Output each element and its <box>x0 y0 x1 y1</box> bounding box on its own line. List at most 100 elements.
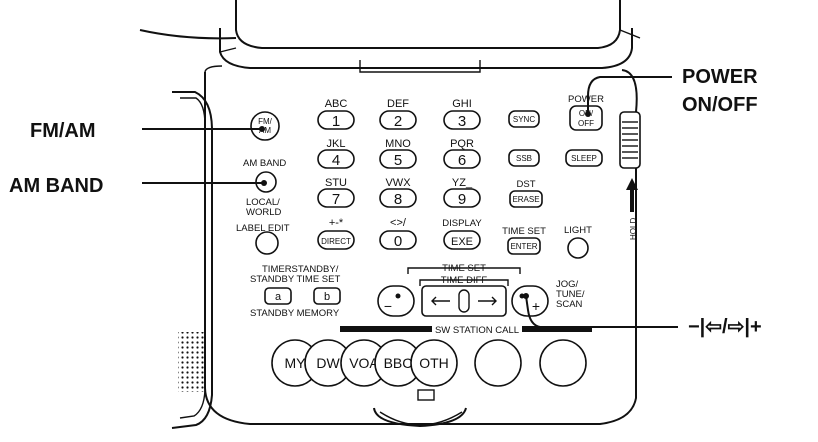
exe-label: EXE <box>451 236 473 248</box>
power-button[interactable] <box>569 105 603 131</box>
tune-plus-button[interactable] <box>511 285 549 317</box>
enter-label: ENTER <box>510 242 537 251</box>
callouts: FM/AM AM BAND POWER ON/OFF −|⇦/⇨|+ <box>9 66 762 338</box>
erase-button[interactable] <box>509 190 543 208</box>
tune-minus-button[interactable] <box>377 285 415 317</box>
dst-label: DST <box>517 179 536 190</box>
tune-minus-label: − <box>384 298 392 314</box>
key-4-letters: JKL <box>327 138 346 150</box>
callout-am-band: AM BAND <box>9 175 103 197</box>
key-4-button[interactable] <box>317 149 355 169</box>
power-label: POWER <box>568 94 604 105</box>
power-button-label-2: OFF <box>578 119 594 128</box>
fm-am-button-label-2: AM <box>259 126 271 135</box>
sw-bar-left <box>340 326 432 332</box>
speaker-grille <box>178 332 204 392</box>
key-4-number: 4 <box>332 152 340 169</box>
key-9-letters: YZ_ <box>452 177 473 189</box>
callout-tune: −|⇦/⇨|+ <box>688 316 762 338</box>
direct-label: DIRECT <box>321 237 351 246</box>
key-1-letters: ABC <box>325 98 348 110</box>
ssb-button[interactable] <box>508 149 540 167</box>
sw-station-call-label: SW STATION CALL <box>435 325 519 336</box>
timer-label-2: STANDBY TIME SET <box>250 274 340 285</box>
label-edit-label: LABEL EDIT <box>236 223 290 234</box>
sync-button[interactable] <box>508 110 540 128</box>
key-8-number: 8 <box>394 191 402 208</box>
memory-button-oth[interactable] <box>410 339 458 387</box>
key-8-button[interactable] <box>379 188 417 208</box>
label-edit-button[interactable] <box>255 231 279 255</box>
fm-am-button[interactable] <box>250 111 280 141</box>
key-7-button[interactable] <box>317 188 355 208</box>
time-set-top-label: TIME SET <box>442 263 486 274</box>
key-0-number: 0 <box>394 233 402 250</box>
jog-dial[interactable] <box>421 285 507 317</box>
light-label: LIGHT <box>564 225 592 236</box>
key-0-letters: <>/ <box>390 217 407 229</box>
standby-memory-label: STANDBY MEMORY <box>250 308 340 319</box>
key-a-button[interactable] <box>264 287 292 305</box>
key-0-button[interactable] <box>379 230 417 250</box>
am-band-label: AM BAND <box>243 158 286 169</box>
key-1-button[interactable] <box>317 110 355 130</box>
memory-button-oth-label: OTH <box>419 355 449 371</box>
callout-power-line-1: POWER <box>682 66 758 88</box>
erase-label: ERASE <box>512 195 539 204</box>
key-a-label: a <box>275 291 282 303</box>
key-2-letters: DEF <box>387 98 409 110</box>
key-5-button[interactable] <box>379 149 417 169</box>
key-b-label: b <box>324 291 330 303</box>
hold-label: HOLD <box>629 218 638 240</box>
memory-button-my-label: MY <box>285 355 307 371</box>
key-6-letters: PQR <box>450 138 474 150</box>
fm-am-button-label-1: FM/ <box>258 117 273 126</box>
key-3-letters: GHI <box>452 98 472 110</box>
direct-button[interactable] <box>317 230 355 250</box>
light-button[interactable] <box>567 237 589 259</box>
key-7-letters: STU <box>325 177 347 189</box>
exe-button[interactable] <box>443 230 481 250</box>
memory-button-6[interactable] <box>474 339 522 387</box>
display-label: DISPLAY <box>442 218 482 229</box>
sw-bar-right <box>522 326 592 332</box>
timer-label-1: TIMERSTANDBY/ <box>262 264 339 275</box>
jog-label-2: TUNE/ <box>556 289 585 300</box>
key-6-button[interactable] <box>443 149 481 169</box>
key-7-number: 7 <box>332 191 340 208</box>
key-3-button[interactable] <box>443 110 481 130</box>
key-3-number: 3 <box>458 113 466 130</box>
key-2-button[interactable] <box>379 110 417 130</box>
key-5-letters: MNO <box>385 138 411 150</box>
sleep-button[interactable] <box>565 149 603 167</box>
key-direct-letters: +-* <box>329 217 344 229</box>
local-world-label-2: WORLD <box>246 207 282 218</box>
key-5-number: 5 <box>394 152 402 169</box>
local-world-label-1: LOCAL/ <box>246 197 280 208</box>
memory-button-bbc-label: BBC <box>384 355 413 371</box>
keypad: ABC 1 DEF 2 GHI 3 JKL 4 MNO 5 PQR 6 STU … <box>317 98 482 250</box>
device-lid <box>219 0 641 73</box>
enter-button[interactable] <box>507 237 541 255</box>
indicator-slot <box>417 389 435 401</box>
key-1-number: 1 <box>332 113 340 130</box>
ssb-label: SSB <box>516 154 532 163</box>
arrow-left-icon <box>431 296 450 306</box>
jog-dial-knob[interactable] <box>458 289 470 313</box>
key-b-button[interactable] <box>313 287 341 305</box>
arrow-right-icon <box>478 296 497 306</box>
tune-plus-label: + <box>532 298 540 314</box>
callout-fm-am: FM/AM <box>30 120 96 142</box>
jog-label-3: SCAN <box>556 299 583 310</box>
memory-button-7[interactable] <box>539 339 587 387</box>
hold-arrow-icon <box>626 178 638 212</box>
sleep-label: SLEEP <box>571 154 597 163</box>
key-2-number: 2 <box>394 113 402 130</box>
device-body: HOLD <box>171 65 641 429</box>
memory-button-voa-label: VOA <box>349 355 379 371</box>
key-9-button[interactable] <box>443 188 481 208</box>
cord <box>139 29 237 40</box>
jog-label-1: JOG/ <box>556 279 579 290</box>
key-8-letters: VWX <box>385 177 411 189</box>
